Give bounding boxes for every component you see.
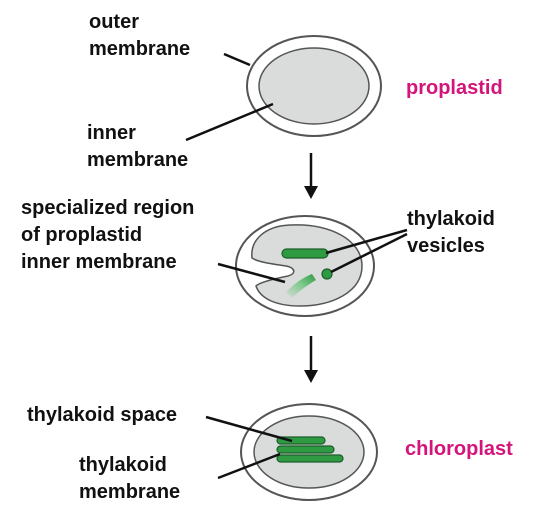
proplastid-drawing	[246, 35, 382, 137]
development-arrow-2	[304, 336, 318, 383]
specialized-region-label-line2: of proplastid	[21, 224, 142, 246]
thylakoid-stack-3	[276, 454, 344, 463]
inner-membrane-label-line1: inner	[87, 122, 136, 144]
thylakoid-stack-2	[276, 445, 335, 454]
chloroplast-stage-label: chloroplast	[405, 438, 513, 460]
proplastid-stage-label: proplastid	[406, 77, 503, 99]
thylakoid-vesicle-elongated	[281, 248, 329, 259]
proplastid-inner-membrane	[258, 47, 370, 125]
vesicles-pointer-2	[330, 232, 408, 274]
thylakoid-membrane-label-line2: membrane	[79, 481, 180, 503]
outer-membrane-pointer	[223, 52, 251, 67]
thylakoid-vesicles-label-line1: thylakoid	[407, 208, 495, 230]
thylakoid-space-label: thylakoid space	[27, 404, 177, 426]
inner-membrane-pointer	[185, 102, 274, 142]
specialized-region-pointer	[217, 262, 286, 284]
developing-plastid-drawing	[235, 215, 375, 317]
outer-membrane-label-line1: outer	[89, 11, 139, 33]
specialized-region-invagination	[286, 274, 316, 298]
thylakoid-membrane-label-line1: thylakoid	[79, 454, 167, 476]
thylakoid-vesicle-round	[321, 268, 333, 280]
development-arrow-1	[304, 153, 318, 199]
outer-membrane-label-line2: membrane	[89, 38, 190, 60]
thylakoid-vesicles-label-line2: vesicles	[407, 235, 485, 257]
developing-inner-membrane	[251, 224, 363, 307]
vesicles-pointer-1	[325, 228, 408, 255]
thylakoid-membrane-pointer	[217, 452, 281, 480]
thylakoid-stack-1	[276, 436, 326, 445]
specialized-region-label-line3: inner membrane	[21, 251, 177, 273]
thylakoid-space-pointer	[205, 415, 293, 443]
chloroplast-drawing	[240, 403, 378, 501]
inner-membrane-label-line2: membrane	[87, 149, 188, 171]
specialized-region-label-line1: specialized region	[21, 197, 194, 219]
